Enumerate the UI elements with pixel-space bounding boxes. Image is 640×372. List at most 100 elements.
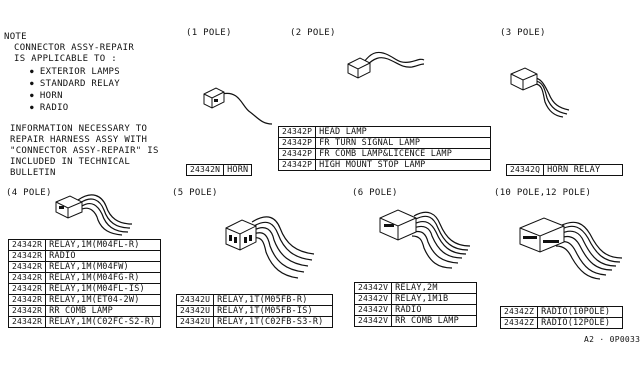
part-number: 24342R bbox=[7, 305, 47, 317]
info-line-4: INCLUDED IN TECHNICAL bbox=[10, 157, 131, 167]
four-pole-connector-illustration bbox=[55, 194, 133, 236]
note-item-standard-relay: STANDARD RELAY bbox=[30, 78, 120, 90]
two-pole-connector-illustration bbox=[347, 51, 425, 79]
part-description: HORN bbox=[223, 164, 253, 176]
part-number: 24342R bbox=[7, 272, 47, 284]
part-number: 24342U bbox=[175, 294, 215, 306]
table-row: 24342N HORN bbox=[185, 164, 253, 176]
part-number: 24342V bbox=[353, 282, 393, 294]
table-row: 24342P FR TURN SIGNAL LAMP bbox=[277, 137, 492, 149]
info-line-3: "CONNECTOR ASSY-REPAIR" IS bbox=[10, 146, 159, 156]
part-number: 24342R bbox=[7, 239, 47, 251]
part-description: RADIO bbox=[391, 304, 478, 316]
one-pole-connector-illustration bbox=[203, 87, 273, 125]
part-description: RELAY,1M(M04FW) bbox=[45, 261, 162, 273]
part-description: RR COMB LAMP bbox=[45, 305, 162, 317]
part-number: 24342P bbox=[277, 159, 317, 171]
part-description: RELAY,1M(M04FL-R) bbox=[45, 239, 162, 251]
part-description: RR COMB LAMP bbox=[391, 315, 478, 327]
five-pole-connector-illustration bbox=[225, 216, 315, 279]
part-description: RELAY,1M(C02FC-S2-R) bbox=[45, 316, 162, 328]
part-description: FR COMB LAMP&LICENCE LAMP bbox=[315, 148, 492, 160]
table-row: 24342P FR COMB LAMP&LICENCE LAMP bbox=[277, 148, 492, 160]
info-line-2: REPAIR HARNESS ASSY WITH bbox=[10, 135, 148, 145]
part-description: RADIO(10POLE) bbox=[537, 306, 624, 318]
part-description: RELAY,1T(M05FB-R) bbox=[213, 294, 334, 306]
part-description: RELAY,1M1B bbox=[391, 293, 478, 305]
ten-twelve-pole-connector-illustration bbox=[519, 217, 623, 280]
three-pole-connector-illustration bbox=[510, 67, 570, 118]
diagram-code: A2 · 0P0033 bbox=[584, 335, 640, 344]
info-line-5: BULLETIN bbox=[10, 168, 56, 178]
part-number: 24342R bbox=[7, 294, 47, 306]
part-description: HORN RELAY bbox=[543, 164, 624, 176]
pole2-label: (2 POLE) bbox=[290, 28, 336, 38]
note-line-2: IS APPLICABLE TO : bbox=[14, 54, 117, 64]
part-description: RADIO(12POLE) bbox=[537, 317, 624, 329]
part-number: 24342Q bbox=[505, 164, 545, 176]
part-number: 24342R bbox=[7, 316, 47, 328]
pole1-label: (1 POLE) bbox=[186, 28, 232, 38]
part-description: HIGH MOUNT STOP LAMP bbox=[315, 159, 492, 171]
part-description: RELAY,2M bbox=[391, 282, 478, 294]
pole5-label: (5 POLE) bbox=[172, 188, 218, 198]
part-description: RELAY,1M(ET04-2W) bbox=[45, 294, 162, 306]
part-number: 24342Z bbox=[499, 306, 539, 318]
part-number: 24342P bbox=[277, 126, 317, 138]
part-number: 24342P bbox=[277, 137, 317, 149]
pole4-label: (4 POLE) bbox=[6, 188, 52, 198]
part-number: 24342V bbox=[353, 293, 393, 305]
part-number: 24342Z bbox=[499, 317, 539, 329]
part-number: 24342N bbox=[185, 164, 225, 176]
part-number: 24342P bbox=[277, 148, 317, 160]
table-row: 24342P HEAD LAMP bbox=[277, 126, 492, 138]
part-description: HEAD LAMP bbox=[315, 126, 492, 138]
part-number: 24342U bbox=[175, 305, 215, 317]
part-description: RELAY,1T(M05FB-IS) bbox=[213, 305, 334, 317]
part-number: 24342R bbox=[7, 250, 47, 262]
pole3-label: (3 POLE) bbox=[500, 28, 546, 38]
note-line-1: CONNECTOR ASSY-REPAIR bbox=[14, 43, 135, 53]
info-line-1: INFORMATION NECESSARY TO bbox=[10, 124, 148, 134]
part-description: RELAY,1T(C02FB-S3-R) bbox=[213, 316, 334, 328]
part-number: 24342V bbox=[353, 315, 393, 327]
part-description: RADIO bbox=[45, 250, 162, 262]
pole2-parts-table: 24342P HEAD LAMP 24342P FR TURN SIGNAL L… bbox=[277, 126, 492, 171]
part-number: 24342R bbox=[7, 283, 47, 295]
part-number: 24342U bbox=[175, 316, 215, 328]
note-item-exterior-lamps: EXTERIOR LAMPS bbox=[30, 66, 120, 78]
part-description: RELAY,1M(M04FG-R) bbox=[45, 272, 162, 284]
pole6-label: (6 POLE) bbox=[352, 188, 398, 198]
note-title: NOTE bbox=[4, 32, 27, 42]
part-description: RELAY,1M(M04FL-IS) bbox=[45, 283, 162, 295]
table-row: 24342Q HORN RELAY bbox=[505, 164, 624, 176]
pole10-label: (10 POLE,12 POLE) bbox=[494, 188, 592, 198]
part-number: 24342R bbox=[7, 261, 47, 273]
note-item-horn: HORN bbox=[30, 90, 63, 102]
note-item-radio: RADIO bbox=[30, 102, 69, 114]
table-row: 24342P HIGH MOUNT STOP LAMP bbox=[277, 159, 492, 171]
six-pole-connector-illustration bbox=[379, 209, 471, 269]
pole3-parts-table: 24342Q HORN RELAY bbox=[505, 164, 624, 176]
part-description: FR TURN SIGNAL LAMP bbox=[315, 137, 492, 149]
part-number: 24342V bbox=[353, 304, 393, 316]
